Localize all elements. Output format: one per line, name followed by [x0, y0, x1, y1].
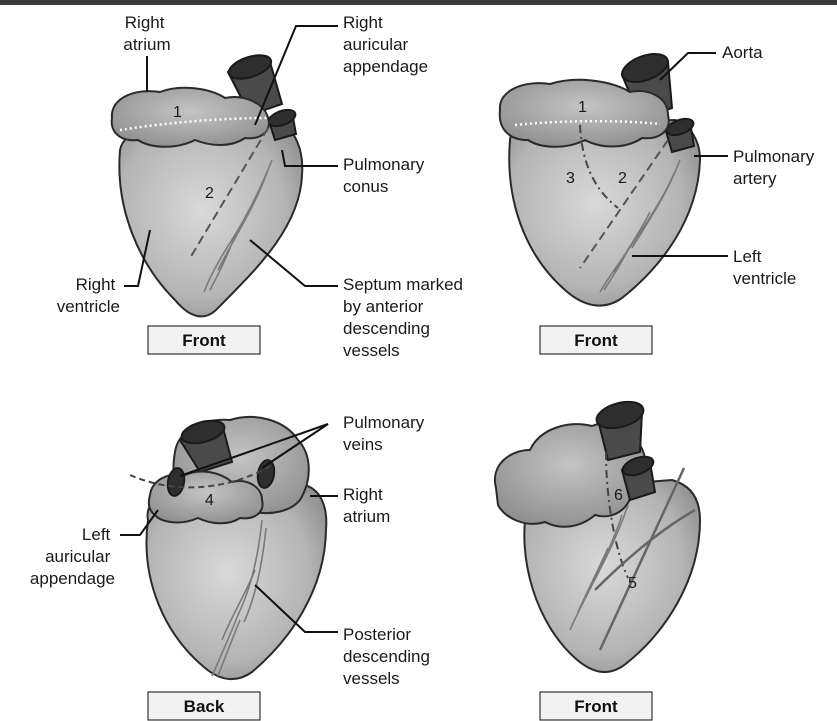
label-posterior-descending: Posterior descending vessels	[343, 625, 435, 688]
label-right-atrium-back: Right atrium	[343, 485, 390, 526]
number-3: 3	[566, 170, 575, 187]
label-right-atrium: Right atrium	[123, 13, 170, 54]
label-pulmonary-veins: Pulmonary veins	[343, 413, 429, 454]
panel-top-right: 1 3 2 Aorta Pulmonary artery Left ventri…	[500, 43, 819, 354]
number-1: 1	[578, 99, 587, 116]
label-pulmonary-conus: Pulmonary conus	[343, 155, 429, 196]
panel-bottom-right: 6 5 Front	[495, 397, 700, 720]
label-left-auricular-appendage: Left auricular appendage	[30, 525, 115, 588]
number-2: 2	[618, 170, 627, 187]
number-2: 2	[205, 185, 214, 202]
panel-bottom-left: 4 Pulmonary veins Right atrium Left auri…	[30, 413, 435, 720]
caption-bottom-right: Front	[574, 697, 618, 716]
label-right-auricular-appendage: Right auricular appendage	[343, 13, 428, 76]
number-1: 1	[173, 104, 182, 121]
caption-top-right: Front	[574, 331, 618, 350]
label-pulmonary-artery: Pulmonary artery	[733, 147, 819, 188]
number-4: 4	[205, 492, 214, 509]
label-right-ventricle: Right ventricle	[57, 275, 120, 316]
caption-top-left: Front	[182, 331, 226, 350]
label-aorta: Aorta	[722, 43, 763, 62]
panel-top-left: 1 2 Right atrium Right auricular appenda…	[57, 13, 468, 360]
number-5: 5	[628, 575, 637, 592]
number-6: 6	[614, 487, 623, 504]
label-left-ventricle: Left ventricle	[733, 247, 796, 288]
label-septum: Septum marked by anterior descending ves…	[343, 275, 468, 360]
caption-bottom-left: Back	[184, 697, 225, 716]
